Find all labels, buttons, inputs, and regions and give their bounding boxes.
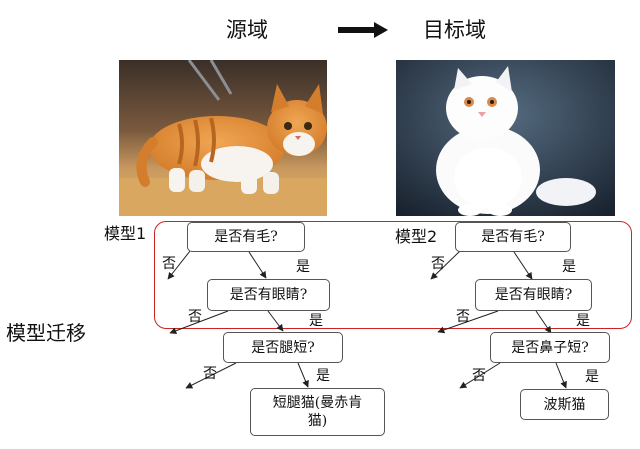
target-cat-image: [396, 60, 615, 216]
right-q3-yes-label: 是: [585, 369, 599, 385]
target-domain-title: 目标域: [423, 18, 486, 42]
right-q3-no-label: 否: [472, 368, 486, 384]
left-q3-no-label: 否: [203, 366, 217, 382]
right-leaf-node: 波斯猫: [520, 389, 609, 420]
left-leaf-node: 短腿猫(曼赤肯猫): [250, 388, 385, 436]
left-q3-yes-edge: [297, 362, 309, 388]
left-q3-node: 是否腿短?: [223, 332, 343, 363]
right-q1-node: 是否有毛?: [455, 222, 571, 252]
right-q2-node: 是否有眼睛?: [475, 279, 592, 311]
left-q1-yes-label: 是: [296, 259, 310, 275]
right-q3-yes-edge: [555, 362, 567, 389]
right-q3-node: 是否鼻子短?: [490, 332, 610, 363]
source-cat-image: [119, 60, 327, 216]
model-transfer-label: 模型迁移: [6, 321, 86, 345]
right-q2-yes-label: 是: [576, 313, 590, 329]
domain-arrow-icon: [338, 22, 388, 38]
right-q1-yes-label: 是: [562, 259, 576, 275]
model1-label: 模型1: [104, 224, 147, 243]
left-q2-no-label: 否: [188, 309, 202, 325]
right-q2-no-label: 否: [456, 309, 470, 325]
left-q2-node: 是否有眼睛?: [207, 279, 330, 311]
left-q3-yes-label: 是: [316, 368, 330, 384]
model2-label: 模型2: [395, 227, 438, 246]
left-q2-yes-label: 是: [309, 313, 323, 329]
right-q1-no-label: 否: [431, 256, 445, 272]
left-q1-no-label: 否: [162, 256, 176, 272]
source-domain-title: 源域: [226, 18, 268, 42]
left-q1-node: 是否有毛?: [187, 222, 305, 252]
model-highlight-box: [154, 221, 632, 329]
